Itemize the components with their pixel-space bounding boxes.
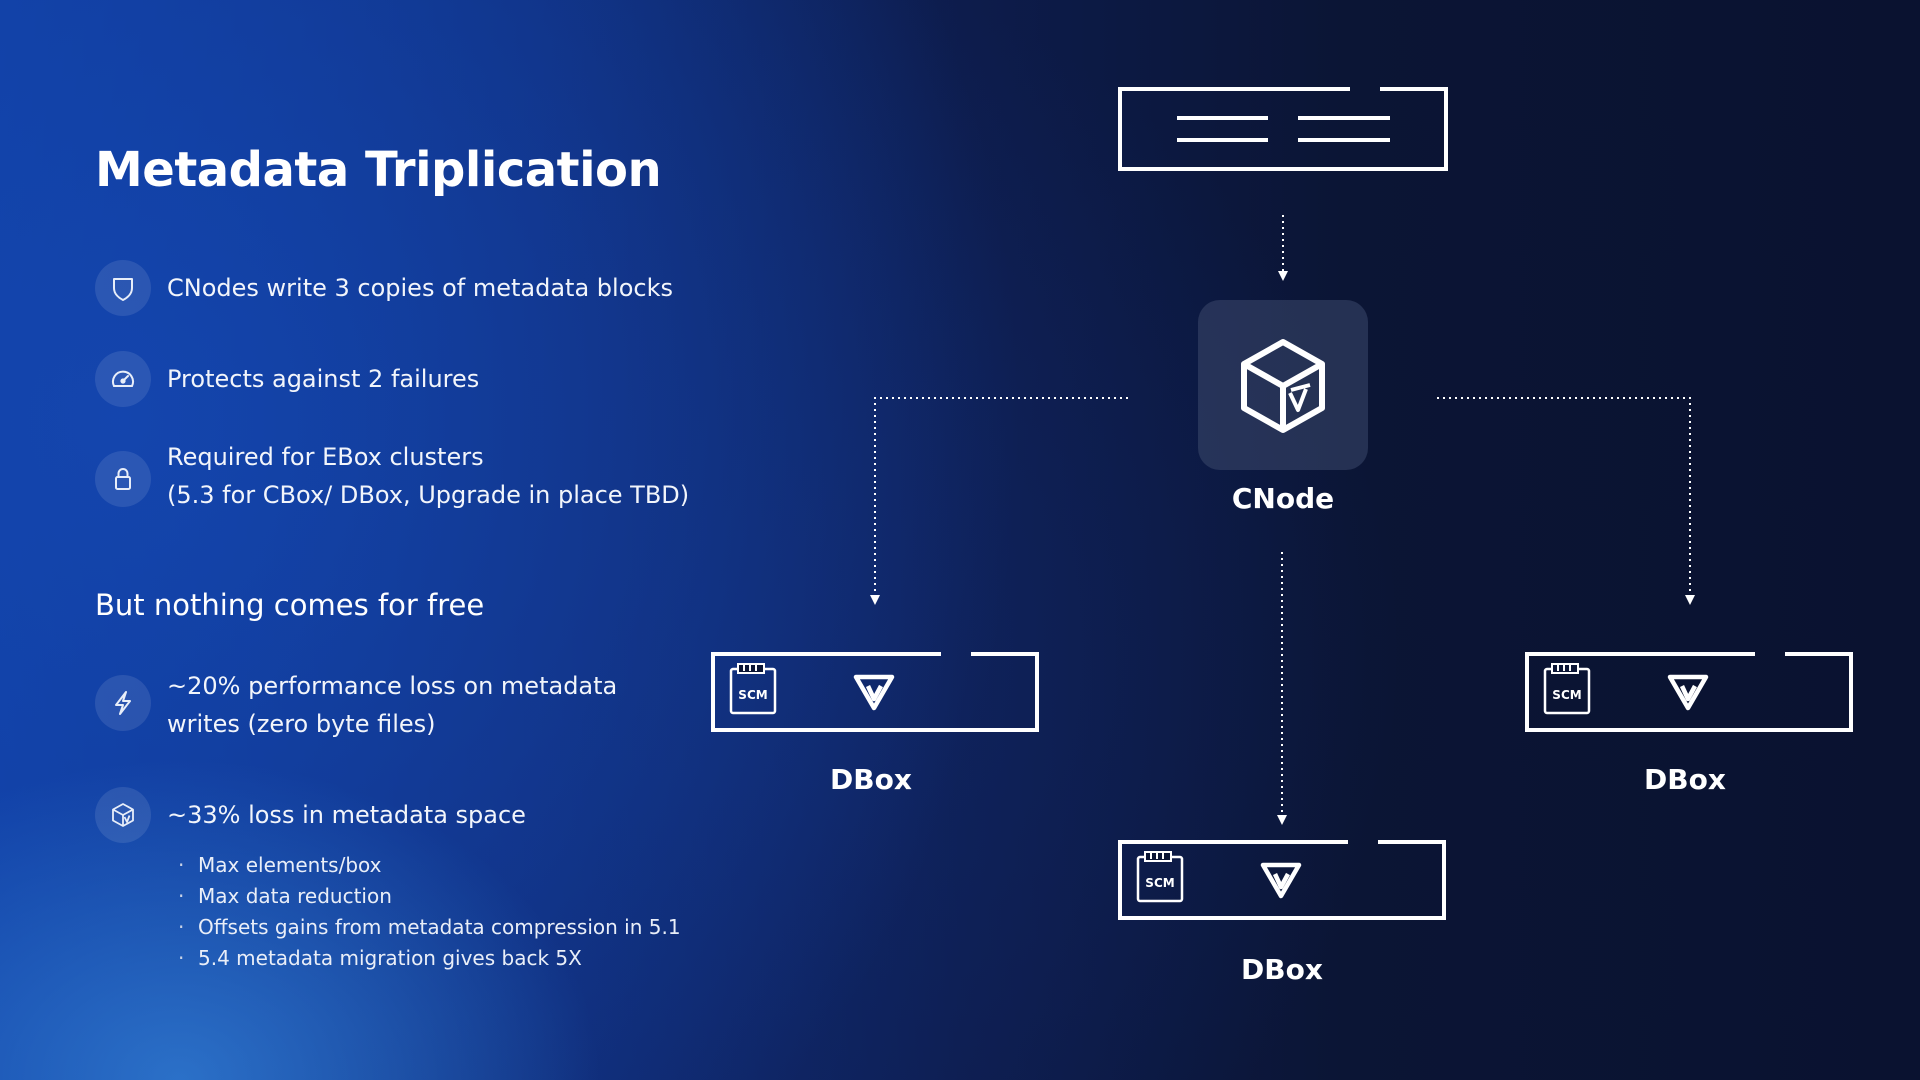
cnode-cube-icon <box>1241 339 1325 433</box>
sub-bullet-item: Max data reduction <box>178 881 681 912</box>
cnode-label: CNode <box>1231 482 1335 515</box>
lightning-icon <box>95 675 151 731</box>
scm-label: SCM <box>1145 876 1174 890</box>
sub-bullet-item: 5.4 metadata migration gives back 5X <box>178 943 681 974</box>
scm-chip-icon: SCM <box>729 663 777 715</box>
scm-chip-icon: SCM <box>1543 663 1591 715</box>
section-subtitle: But nothing comes for free <box>95 588 485 622</box>
gauge-icon <box>95 351 151 407</box>
sub-bullet-item: Offsets gains from metadata compression … <box>178 912 681 943</box>
sub-bullet-list: Max elements/box Max data reduction Offs… <box>178 850 681 974</box>
top-box <box>1118 87 1448 171</box>
vast-logo-icon <box>1260 862 1302 899</box>
bullet-text: CNodes write 3 copies of metadata blocks <box>167 274 673 302</box>
dbox-label: DBox <box>1644 763 1726 796</box>
slide-title: Metadata Triplication <box>95 142 662 198</box>
sub-bullet-item: Max elements/box <box>178 850 681 881</box>
dbox-label: DBox <box>1241 953 1323 986</box>
connector-cnode-to-left-dbox <box>870 397 1128 605</box>
connector-cnode-to-right-dbox <box>1437 397 1695 605</box>
scm-label: SCM <box>738 688 767 702</box>
dbox-right: SCM <box>1525 652 1853 732</box>
vast-logo-icon <box>853 674 895 711</box>
lock-icon <box>95 451 151 507</box>
scm-label: SCM <box>1552 688 1581 702</box>
dbox-label: DBox <box>830 763 912 796</box>
bullet-text: Required for EBox clusters (5.3 for CBox… <box>167 443 690 509</box>
cnode-tile <box>1198 300 1368 470</box>
cube-icon <box>95 787 151 843</box>
shield-icon <box>95 260 151 316</box>
cost-text: ~20% performance loss on metadata writes… <box>167 672 618 738</box>
cost-text: ~33% loss in metadata space <box>167 801 526 829</box>
dbox-bottom: SCM <box>1118 840 1446 920</box>
vast-logo-icon <box>1667 674 1709 711</box>
bullet-text: Protects against 2 failures <box>167 365 480 393</box>
dbox-left: SCM <box>711 652 1039 732</box>
scm-chip-icon: SCM <box>1136 851 1184 903</box>
